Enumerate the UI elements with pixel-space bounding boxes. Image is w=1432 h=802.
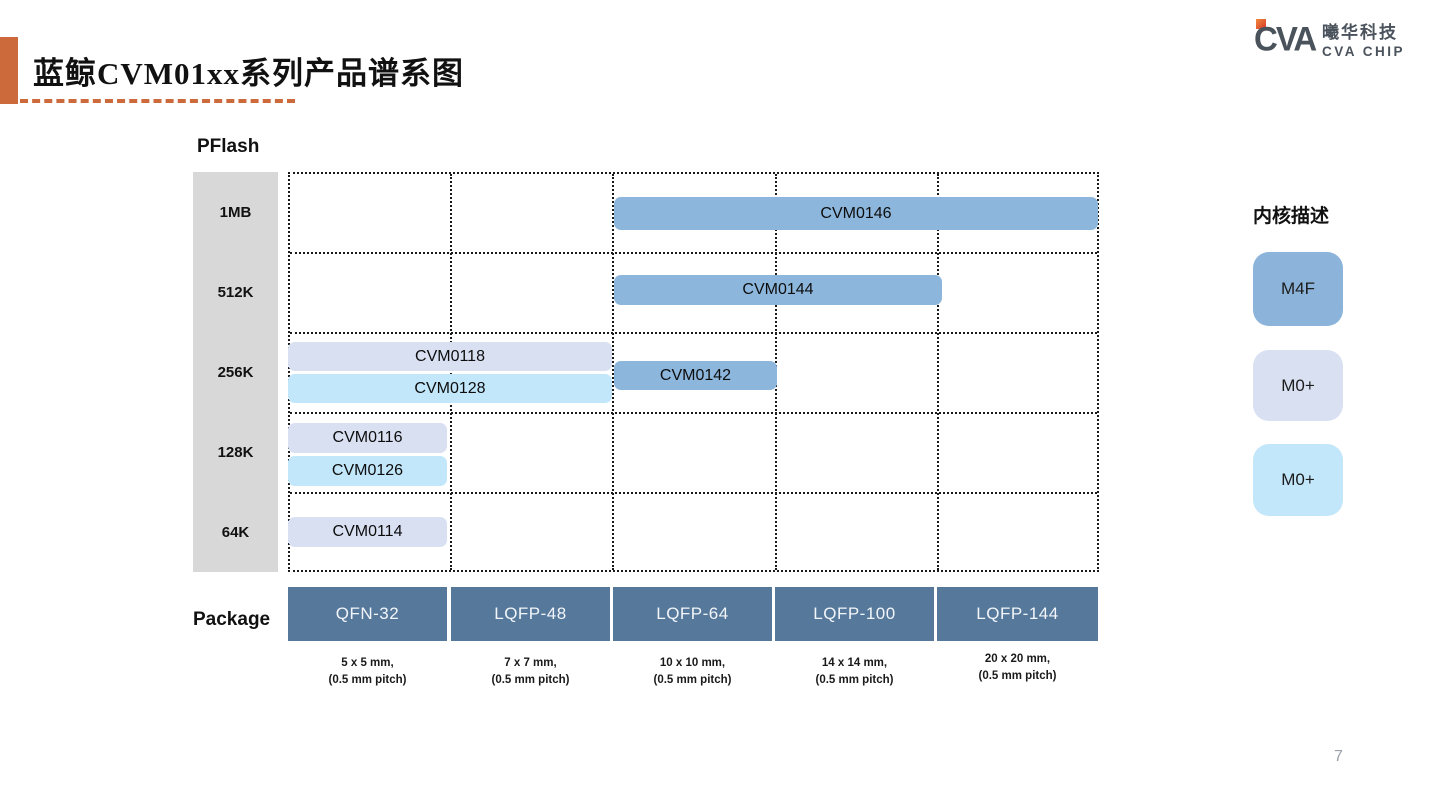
package-header-lqfp48: LQFP-48 — [451, 587, 610, 641]
pflash-tick-512k: 512K — [217, 283, 254, 301]
x-axis-label: Package — [193, 609, 271, 630]
product-bar-cvm0116: CVM0116 — [288, 423, 447, 453]
package-header-lqfp100: LQFP-100 — [775, 587, 934, 641]
pflash-axis-band: 1MB 512K 256K 128K 64K — [193, 172, 278, 572]
logo-company-name-cn: 曦华科技 — [1322, 22, 1398, 42]
company-logo: CVA 曦华科技 CVA CHIP — [1248, 16, 1405, 60]
package-size-line2: (0.5 mm pitch) — [978, 670, 1057, 683]
package-size-line2: (0.5 mm pitch) — [491, 674, 570, 687]
pflash-tick-128k: 128K — [217, 443, 254, 461]
legend-swatch-m0plus-cyan: M0+ — [1253, 444, 1343, 516]
package-size-line2: (0.5 mm pitch) — [328, 674, 407, 687]
product-bar-cvm0128: CVM0128 — [288, 374, 612, 403]
grid-hline-2 — [290, 332, 1097, 334]
page-number: 7 — [1334, 748, 1343, 765]
package-size-qfn32: 5 x 5 mm, (0.5 mm pitch) — [288, 655, 447, 690]
product-bar-cvm0144: CVM0144 — [614, 275, 942, 305]
logo-text-block: 曦华科技 CVA CHIP — [1322, 18, 1405, 59]
pflash-tick-64k: 64K — [221, 523, 250, 541]
pflash-tick-256k: 256K — [217, 363, 254, 381]
package-size-line2: (0.5 mm pitch) — [653, 674, 732, 687]
product-bar-cvm0142: CVM0142 — [614, 361, 777, 390]
product-bar-cvm0118: CVM0118 — [288, 342, 612, 371]
grid-vline-2 — [612, 174, 614, 570]
legend-swatch-m0plus-lavender: M0+ — [1253, 350, 1343, 421]
cva-logo-mark-wrap: CVA — [1248, 16, 1317, 60]
legend-title: 内核描述 — [1253, 206, 1330, 227]
y-axis-label: PFlash — [197, 136, 260, 157]
grid-hline-3 — [290, 412, 1097, 414]
product-bar-cvm0126: CVM0126 — [288, 456, 447, 486]
package-header-lqfp144: LQFP-144 — [937, 587, 1098, 641]
pflash-tick-1mb: 1MB — [219, 203, 252, 221]
package-size-lqfp64: 10 x 10 mm, (0.5 mm pitch) — [613, 655, 772, 690]
package-header-qfn32: QFN-32 — [288, 587, 447, 641]
grid-vline-4 — [937, 174, 939, 570]
package-size-line1: 20 x 20 mm, — [984, 653, 1051, 665]
package-size-line1: 10 x 10 mm, — [659, 657, 726, 669]
package-size-lqfp48: 7 x 7 mm, (0.5 mm pitch) — [451, 655, 610, 690]
page-title: 蓝鲸CVM01xx系列产品谱系图 — [33, 56, 465, 91]
grid-hline-1 — [290, 252, 1097, 254]
cva-logo-icon: CVA — [1254, 19, 1317, 58]
title-dashed-underline — [20, 99, 295, 103]
product-bar-cvm0114: CVM0114 — [288, 517, 447, 547]
title-accent-bar — [0, 37, 18, 104]
package-size-lqfp100: 14 x 14 mm, (0.5 mm pitch) — [775, 655, 934, 690]
package-size-line1: 5 x 5 mm, — [341, 657, 394, 669]
grid-vline-1 — [450, 174, 452, 570]
grid-hline-4 — [290, 492, 1097, 494]
package-size-line1: 14 x 14 mm, — [821, 657, 888, 669]
package-size-lqfp144: 20 x 20 mm, (0.5 mm pitch) — [937, 651, 1098, 686]
package-size-line1: 7 x 7 mm, — [504, 657, 557, 669]
logo-orange-square-icon — [1256, 19, 1266, 29]
logo-company-name-en: CVA CHIP — [1322, 43, 1406, 59]
legend-swatch-m4f: M4F — [1253, 252, 1343, 326]
package-header-lqfp64: LQFP-64 — [613, 587, 772, 641]
package-size-line2: (0.5 mm pitch) — [815, 674, 894, 687]
product-bar-cvm0146: CVM0146 — [614, 197, 1098, 230]
